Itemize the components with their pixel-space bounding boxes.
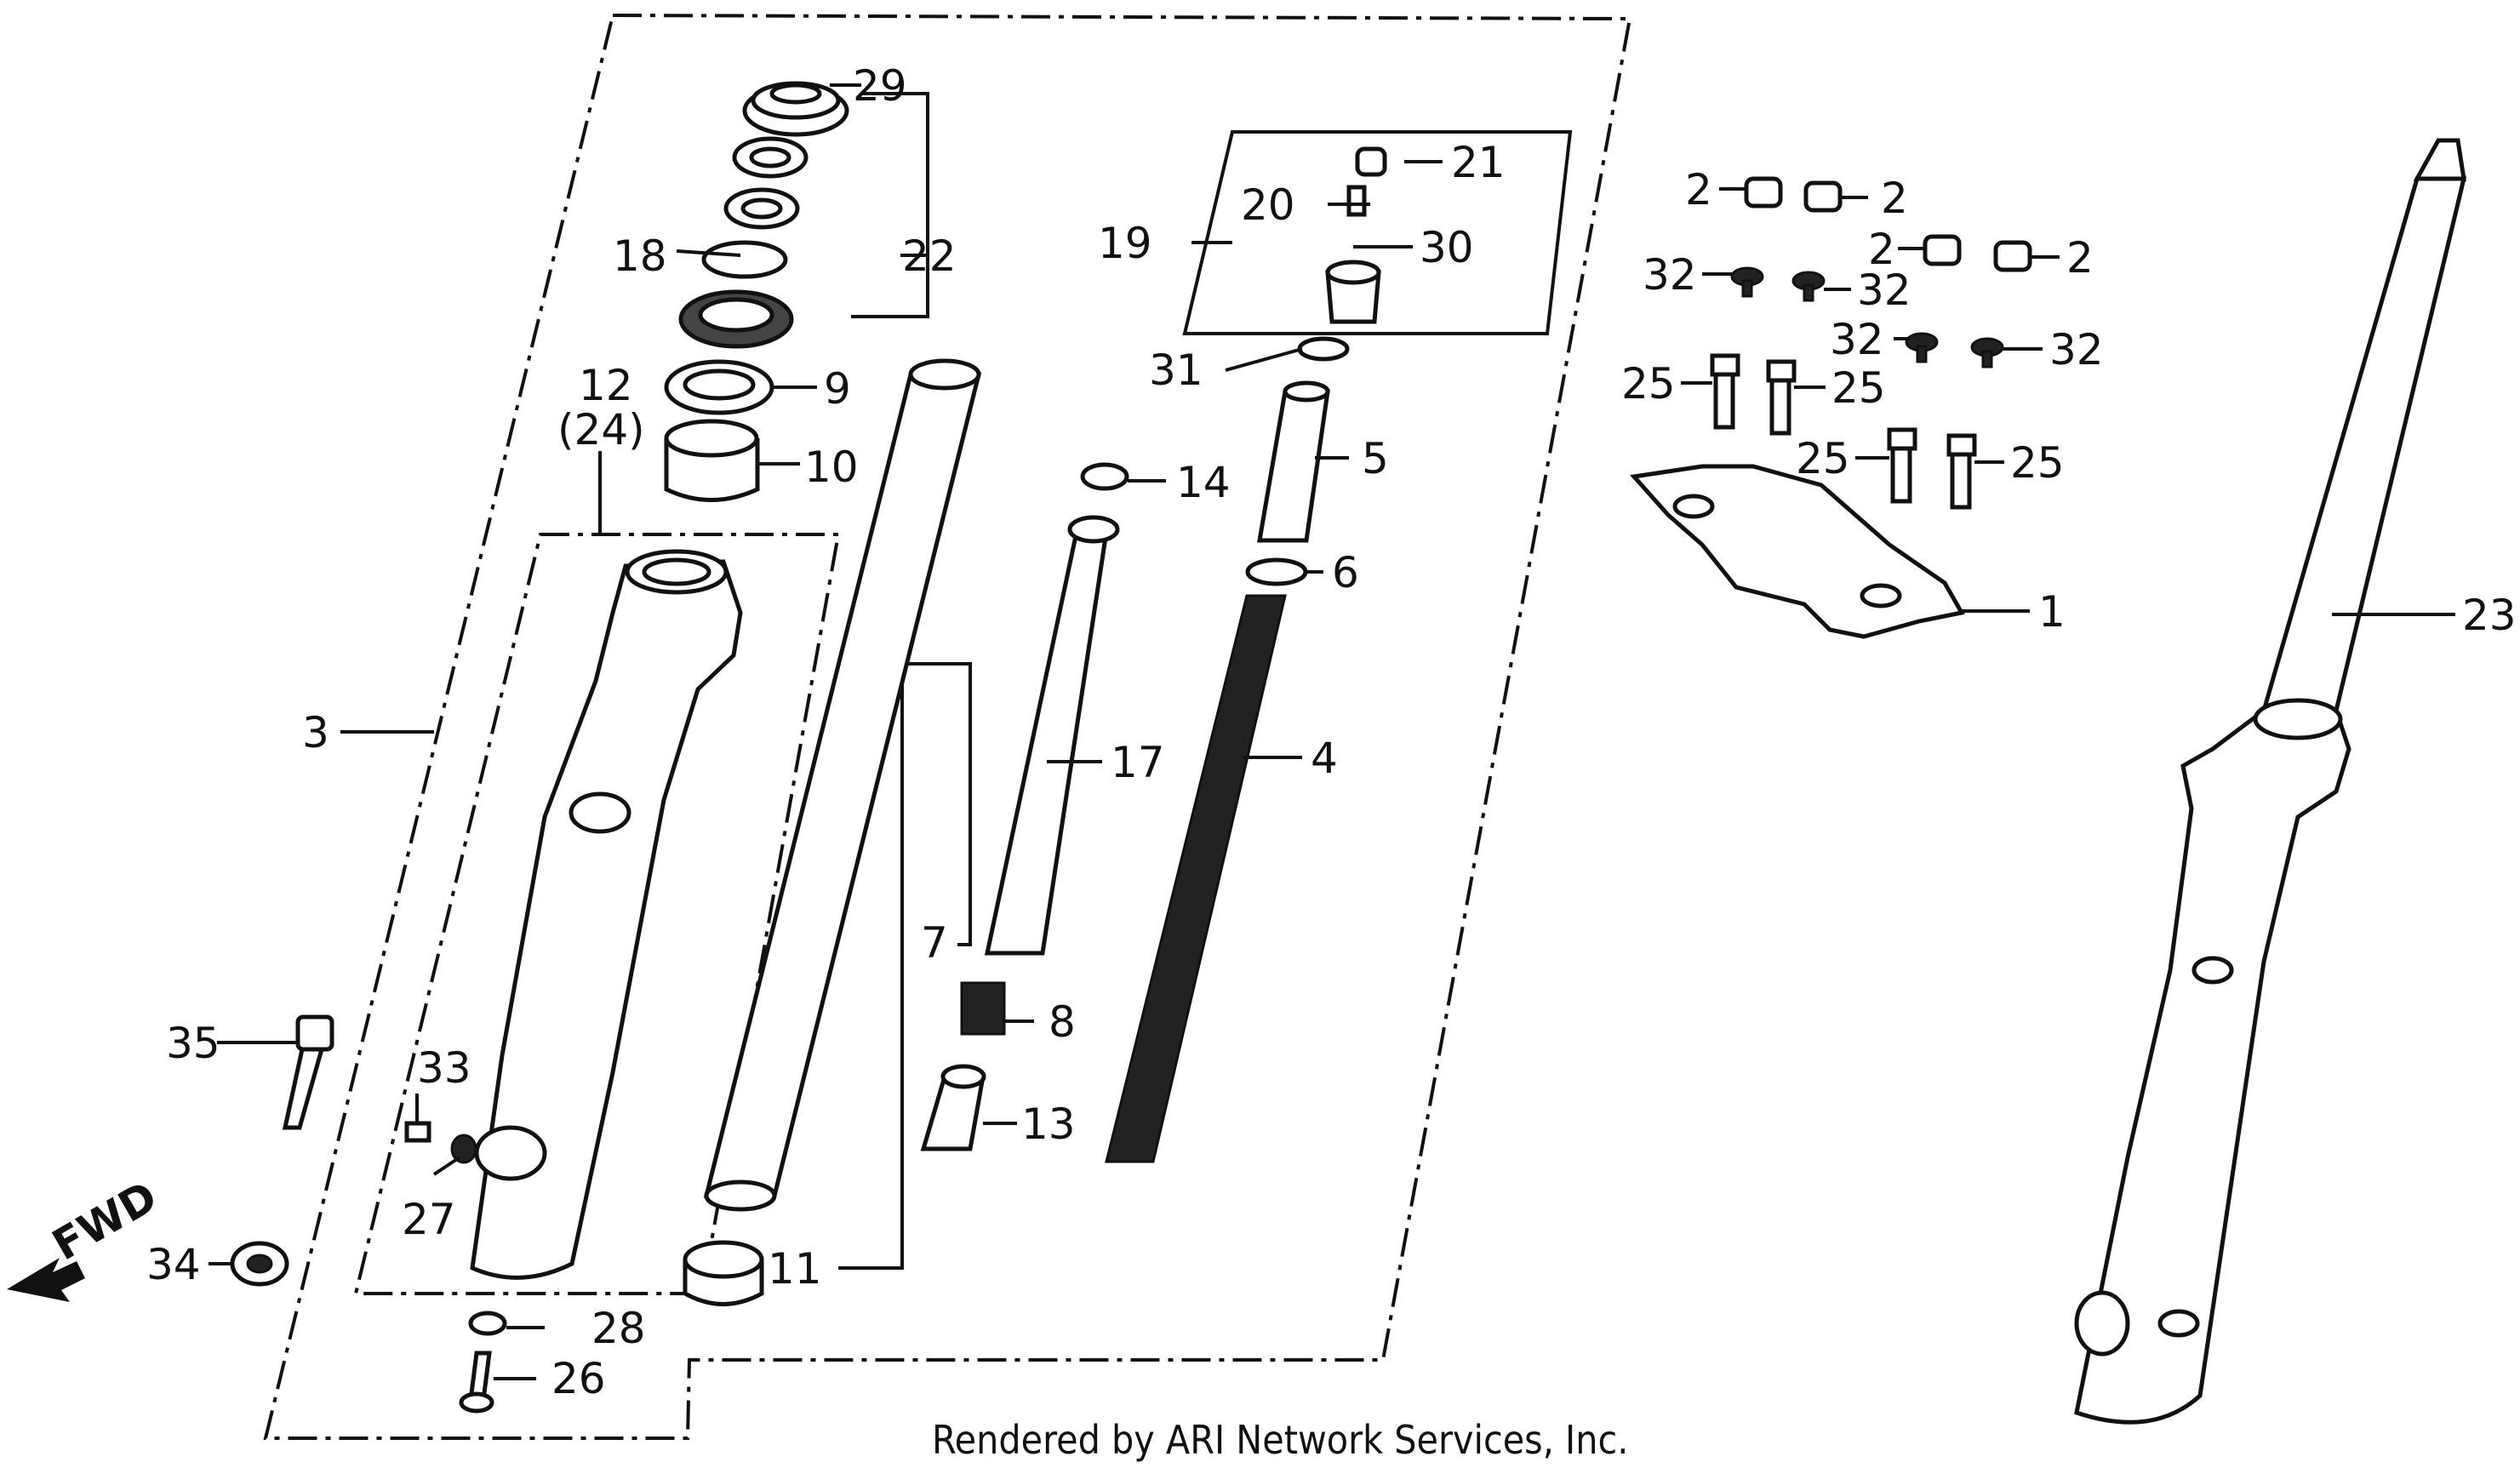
callout-22: 22 bbox=[902, 231, 957, 281]
callout-21: 21 bbox=[1451, 138, 1506, 187]
bolt-32d bbox=[1970, 337, 2004, 368]
callout-27: 27 bbox=[402, 1195, 456, 1244]
callout-10: 10 bbox=[804, 443, 859, 492]
drain-washer-part bbox=[450, 1134, 477, 1164]
callout-12: 12 bbox=[579, 361, 633, 410]
drain-bolt-part bbox=[404, 1121, 431, 1143]
callout-32c: 32 bbox=[1830, 315, 1884, 364]
callout-19: 19 bbox=[1098, 219, 1152, 268]
callout-23: 23 bbox=[2462, 591, 2517, 640]
socket-bolt-part bbox=[459, 1351, 494, 1414]
spacer-part bbox=[1257, 380, 1330, 543]
callout-3: 3 bbox=[302, 708, 329, 757]
fork-pipe-bracket bbox=[906, 662, 972, 946]
callout-7: 7 bbox=[921, 918, 948, 968]
callout-25b: 25 bbox=[1831, 363, 1886, 413]
fork-bridge-part bbox=[1630, 464, 1965, 639]
damper-rod-part bbox=[984, 515, 1120, 956]
damper-kit-frame bbox=[1182, 130, 1573, 335]
callout-8: 8 bbox=[1049, 997, 1076, 1047]
bolt-cap-2d bbox=[1993, 240, 2032, 272]
callout-33: 33 bbox=[417, 1043, 471, 1093]
sealing-washer-part bbox=[468, 1311, 507, 1336]
o-ring-31-part bbox=[1297, 336, 1350, 362]
callout-6: 6 bbox=[1332, 548, 1359, 597]
oil-lock-piece-part bbox=[920, 1064, 986, 1151]
axle-nut-part bbox=[230, 1241, 289, 1287]
callout-17: 17 bbox=[1111, 738, 1165, 787]
fork-pipe-bracket-11 bbox=[838, 677, 904, 1270]
bolt-32c bbox=[1905, 332, 1939, 363]
callout-5: 5 bbox=[1362, 434, 1389, 483]
slide-bushing-11-part bbox=[683, 1240, 764, 1306]
callout-31: 31 bbox=[1149, 346, 1203, 395]
bridge-bolt-25a bbox=[1710, 353, 1740, 430]
callout-18: 18 bbox=[613, 231, 667, 281]
footer-credit: Rendered by ARI Network Services, Inc. bbox=[932, 1417, 1628, 1463]
dust-seal-part bbox=[742, 81, 849, 137]
oil-seal-part bbox=[678, 289, 794, 349]
piston-ring-part bbox=[1080, 462, 1129, 491]
callout-9: 9 bbox=[824, 364, 851, 414]
bolt-cap-2b bbox=[1803, 180, 1843, 213]
callout-2d: 2 bbox=[2066, 233, 2094, 283]
bridge-bolt-25d bbox=[1946, 433, 1977, 510]
leader-lines bbox=[209, 83, 2455, 1380]
callout-25c: 25 bbox=[1796, 434, 1850, 483]
bolt-32a bbox=[1730, 266, 1764, 298]
callout-26: 26 bbox=[551, 1354, 606, 1403]
callout-13: 13 bbox=[1021, 1100, 1076, 1149]
bolt-cap-2c bbox=[1923, 234, 1962, 266]
seal-kit-bracket bbox=[851, 92, 929, 318]
callout-2b: 2 bbox=[1881, 174, 1908, 223]
bolt-32b bbox=[1791, 271, 1826, 302]
fork-spring-part bbox=[1105, 594, 1287, 1163]
seal-ring-part bbox=[732, 136, 809, 179]
callout-4: 4 bbox=[1311, 734, 1338, 783]
callout-11: 11 bbox=[768, 1244, 822, 1294]
callout-12-sub: (24) bbox=[557, 405, 645, 454]
callout-20: 20 bbox=[1241, 180, 1295, 230]
callout-14: 14 bbox=[1176, 458, 1231, 507]
callout-29: 29 bbox=[853, 61, 907, 111]
callout-1: 1 bbox=[2038, 587, 2066, 637]
callout-32b: 32 bbox=[1857, 266, 1911, 315]
valve-core-part bbox=[1346, 185, 1367, 217]
valve-cap-part bbox=[1355, 146, 1387, 177]
fork-pipe-part bbox=[703, 358, 982, 1212]
snap-ring-part bbox=[701, 240, 788, 279]
back-up-ring-part bbox=[723, 187, 800, 230]
bolt-cap-2a bbox=[1744, 176, 1783, 208]
callout-28: 28 bbox=[591, 1304, 646, 1353]
forward-direction-arrow: FWD bbox=[7, 1172, 165, 1302]
complete-fork-assembly-part bbox=[2074, 138, 2467, 1425]
callout-25d: 25 bbox=[2010, 438, 2065, 488]
fork-bolt-part bbox=[1325, 260, 1381, 324]
axle-pinch-bolt-part bbox=[282, 1014, 334, 1130]
callout-2c: 2 bbox=[1868, 225, 1895, 274]
callout-2a: 2 bbox=[1685, 165, 1712, 214]
bridge-bolt-25b bbox=[1766, 359, 1797, 436]
fork-bottom-case-part bbox=[470, 549, 743, 1280]
callout-30: 30 bbox=[1420, 223, 1474, 272]
bottom-case-subframe bbox=[353, 533, 841, 1295]
callout-34: 34 bbox=[146, 1240, 201, 1289]
rebound-spring-part bbox=[960, 981, 1006, 1036]
bridge-bolt-25c bbox=[1887, 427, 1917, 504]
callout-32d: 32 bbox=[2049, 325, 2104, 374]
callout-25a: 25 bbox=[1621, 359, 1676, 408]
back-up-ring-9-part bbox=[664, 359, 774, 415]
spring-seat-part bbox=[1245, 557, 1308, 586]
callout-32a: 32 bbox=[1643, 250, 1697, 300]
callout-35: 35 bbox=[166, 1019, 220, 1068]
slide-bushing-part bbox=[664, 419, 760, 502]
fork-assembly-frame bbox=[263, 13, 1632, 1440]
